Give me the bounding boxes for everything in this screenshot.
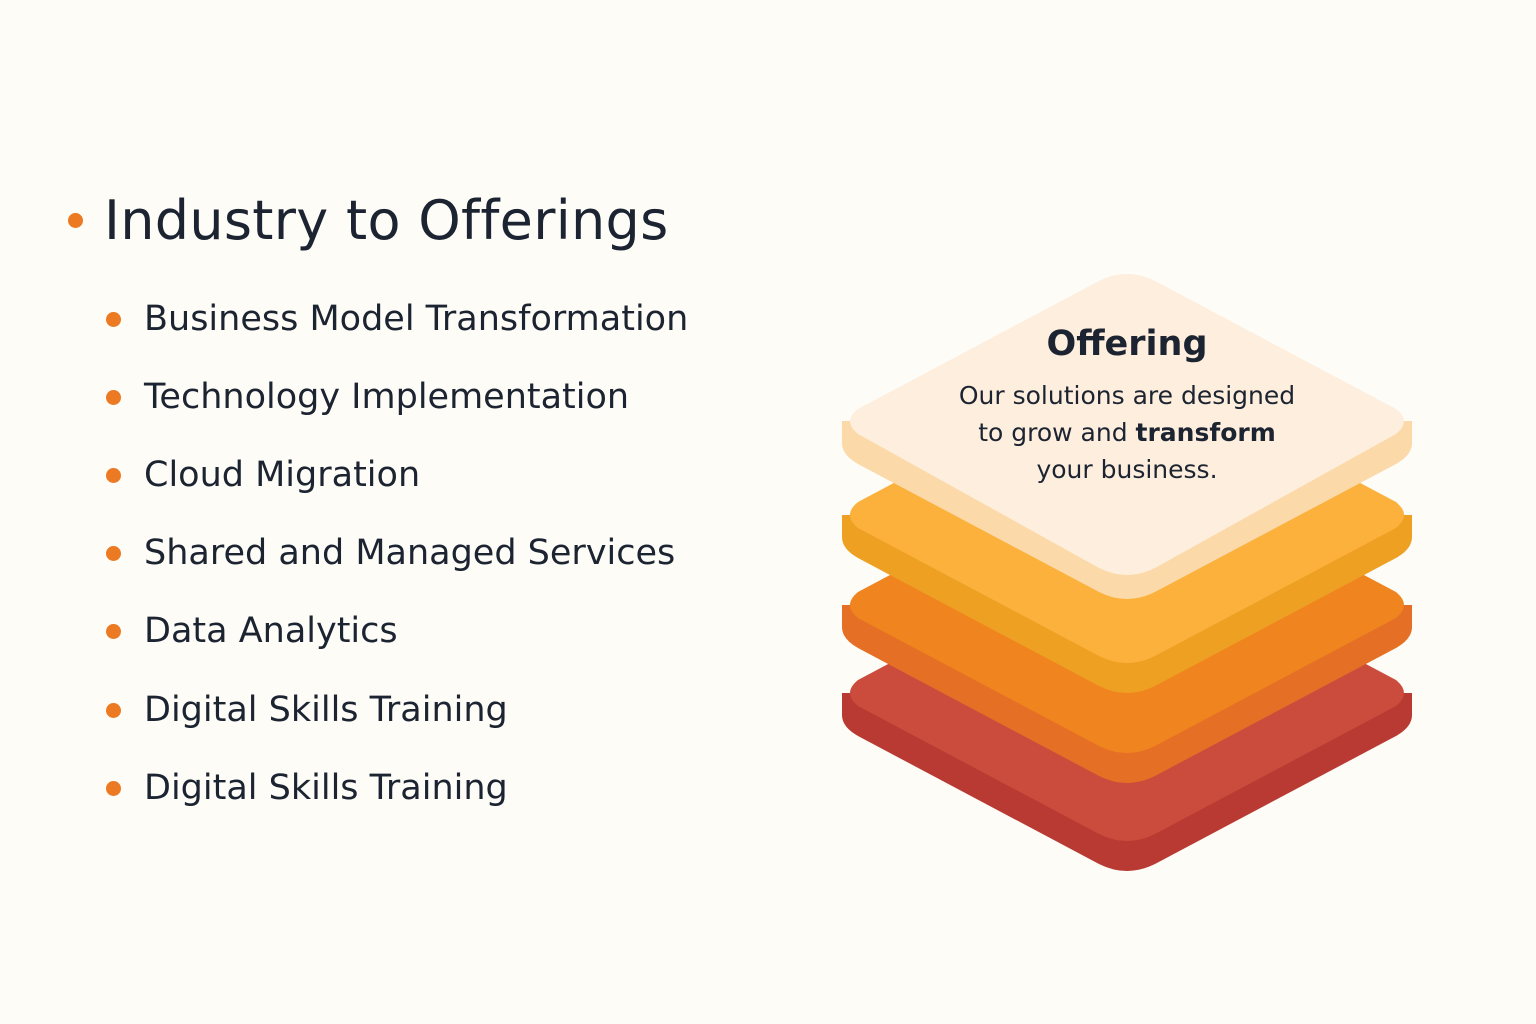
- list-item-label: Technology Implementation: [144, 377, 630, 417]
- list-item: Digital Skills Training: [106, 763, 508, 813]
- list-item-label: Shared and Managed Services: [144, 533, 676, 573]
- offering-line-2-text: to grow and: [978, 418, 1136, 447]
- bullet-dot-icon: [106, 780, 121, 796]
- section-heading: Industry to Offerings: [68, 180, 669, 260]
- bullet-dot-icon: [106, 467, 121, 483]
- offering-title: Offering: [1046, 324, 1208, 364]
- list-item: Digital Skills Training: [106, 685, 508, 735]
- offering-line-3: your business.: [1036, 455, 1218, 484]
- list-item-label: Digital Skills Training: [144, 690, 508, 730]
- list-item-label: Data Analytics: [144, 611, 398, 651]
- list-item-label: Digital Skills Training: [144, 768, 508, 808]
- bullet-dot-icon: [106, 623, 121, 639]
- offering-description: Our solutions are designed to grow and t…: [927, 377, 1327, 488]
- offering-line-1: Our solutions are designed: [958, 381, 1296, 410]
- offering-line-2: to grow and transform: [927, 414, 1327, 451]
- offering-emphasis: transform: [1135, 418, 1276, 447]
- list-item: Shared and Managed Services: [106, 528, 675, 578]
- list-item: Technology Implementation: [106, 372, 629, 422]
- page-title: Industry to Offerings: [104, 188, 669, 252]
- bullet-dot-icon: [106, 389, 121, 405]
- list-item: Data Analytics: [106, 606, 398, 656]
- list-item-label: Cloud Migration: [144, 455, 421, 495]
- list-item: Cloud Migration: [106, 450, 420, 500]
- bullet-dot-icon: [106, 702, 121, 718]
- layer-top: [842, 274, 1412, 599]
- layer-top-face: [850, 274, 1404, 575]
- list-item-label: Business Model Transformation: [144, 299, 689, 339]
- bullet-dot-icon: [106, 545, 121, 561]
- bullet-dot-icon: [106, 311, 121, 327]
- list-item: Business Model Transformation: [106, 294, 688, 344]
- bullet-dot-icon: [68, 212, 83, 228]
